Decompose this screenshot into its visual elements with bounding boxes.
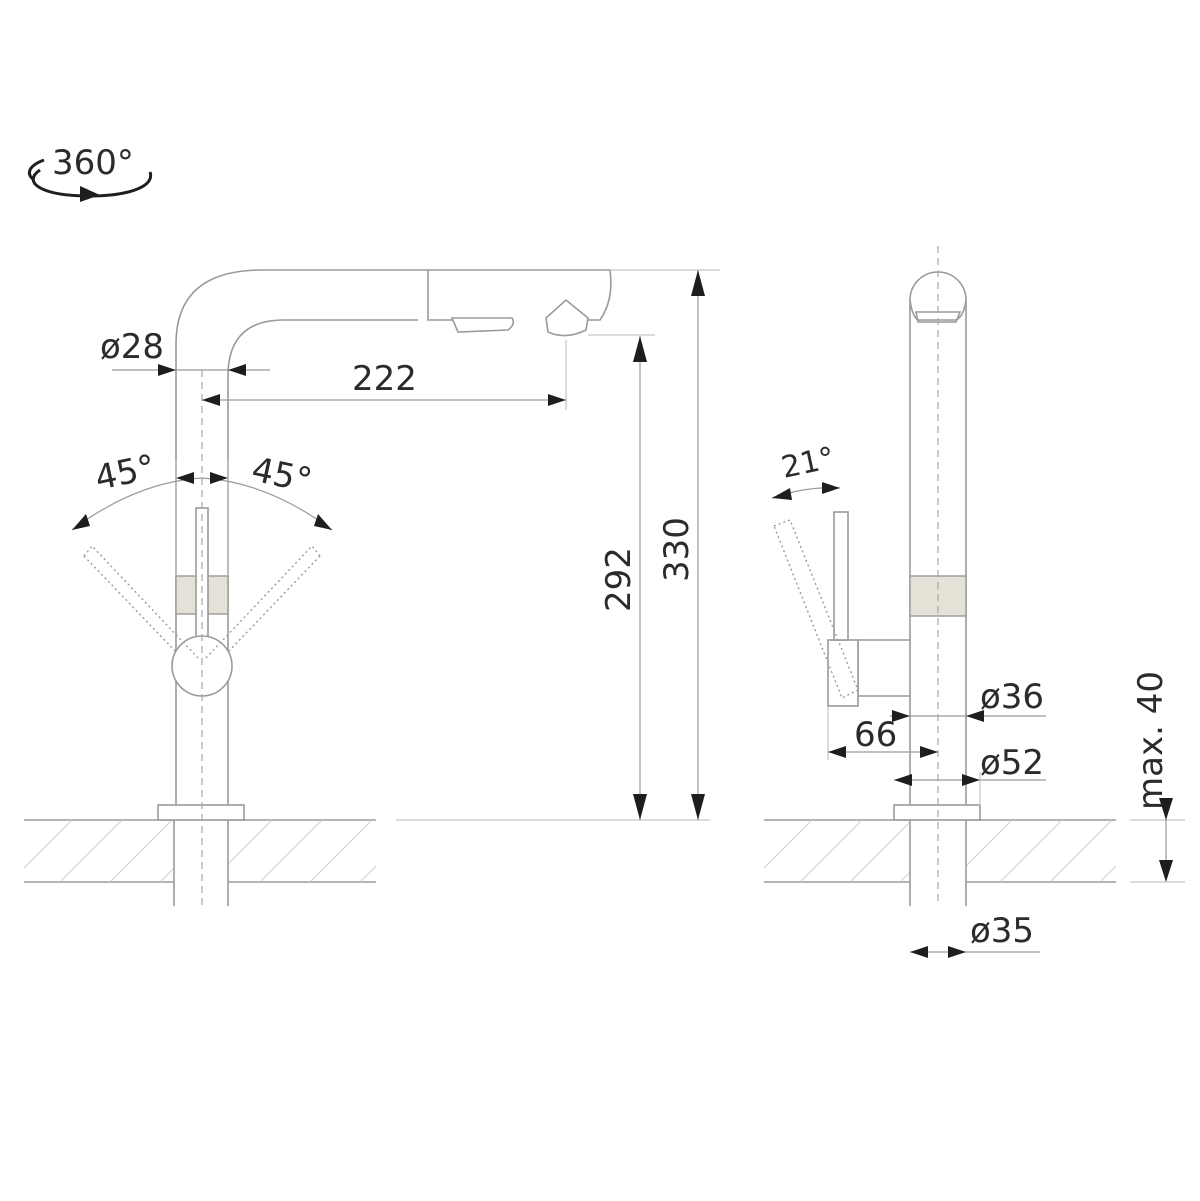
dim-spout-diameter: ø28: [100, 327, 270, 376]
dim-body-diameter: ø36: [890, 677, 1046, 722]
side-view: 21° ø36 66 ø52: [764, 246, 1185, 958]
outlet-height-label: 292: [599, 547, 639, 612]
dim-max-deck-thickness: max. 40: [1131, 671, 1173, 882]
dim-lever-depth: 66: [827, 706, 938, 760]
dim-base-diameter: ø52: [894, 743, 1046, 806]
base-diameter-label: ø52: [980, 743, 1044, 783]
total-height-label: 330: [657, 517, 697, 582]
front-spout-body: [175, 269, 610, 805]
side-lever: [773, 511, 910, 707]
front-view: ø28 222 45° 45° 292: [24, 269, 720, 906]
max-deck-thickness-label: max. 40: [1131, 671, 1171, 810]
shank-diameter-label: ø35: [970, 911, 1034, 951]
dim-side-lever-angle: 21°: [771, 441, 841, 500]
lever-angle-right-label: 45°: [248, 450, 315, 502]
rotation-label: 360°: [52, 143, 134, 183]
front-deck: [24, 819, 710, 906]
body-diameter-label: ø36: [980, 677, 1044, 717]
dim-outlet-height: 292: [599, 336, 647, 820]
dim-shank-diameter: ø35: [910, 911, 1040, 958]
dim-total-height: 330: [657, 270, 705, 820]
front-lever: [83, 460, 321, 697]
rotation-360-icon: 360°: [27, 143, 153, 202]
reach-label: 222: [352, 359, 417, 399]
lever-depth-label: 66: [854, 715, 897, 755]
side-base-plate: [893, 804, 981, 821]
lever-angle-left-label: 45°: [92, 447, 159, 499]
side-lever-angle-label: 21°: [778, 441, 837, 486]
front-base-plate: [157, 804, 245, 821]
dim-reach: 222: [202, 340, 567, 410]
spout-diameter-label: ø28: [100, 327, 164, 367]
front-pullout-head: [427, 269, 720, 337]
side-deck: [764, 819, 1185, 906]
